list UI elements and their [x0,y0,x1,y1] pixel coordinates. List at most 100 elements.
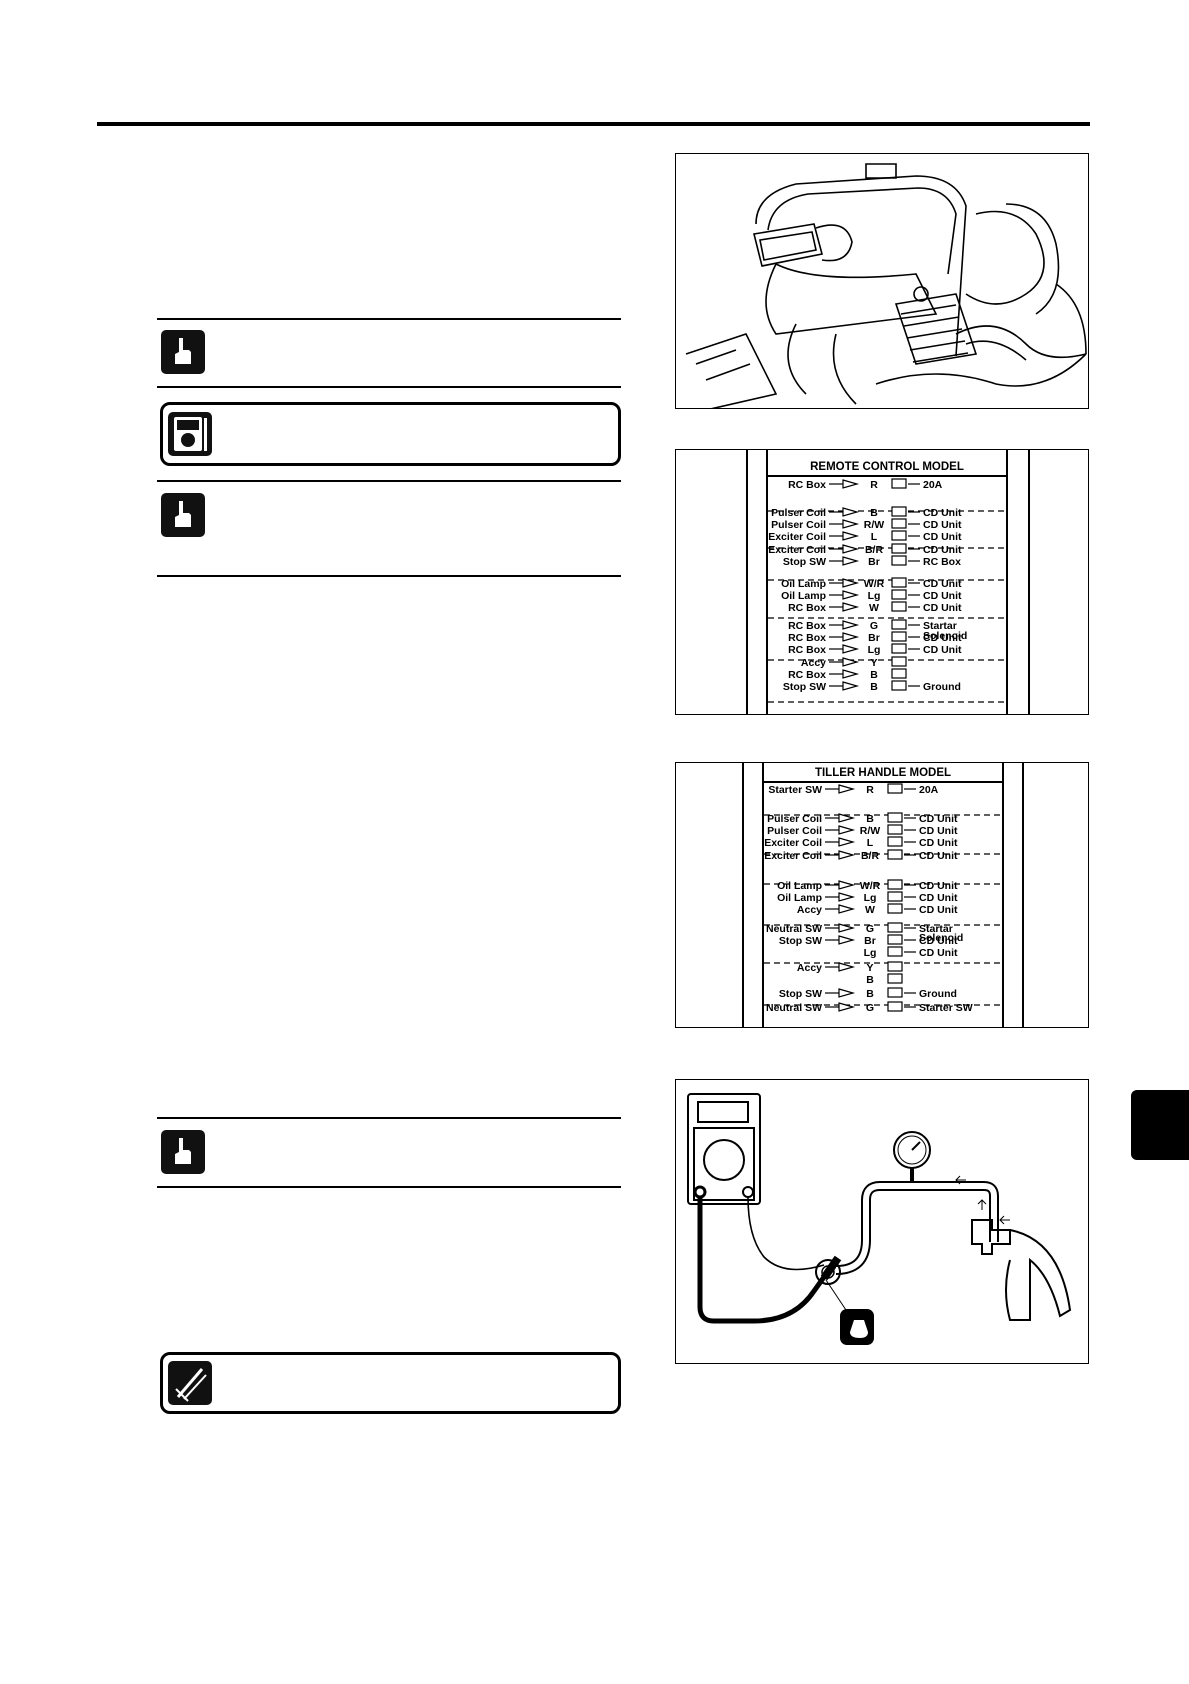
note-rule-top [157,480,621,482]
label-frame-right-inner [1002,763,1004,1027]
wire-destination-label: CD Unit [919,904,958,916]
wire-color-code: Br [868,632,880,644]
wire-destination-label: CD Unit [919,880,958,892]
connector-arrow [842,507,860,517]
engine-connector-illustration [675,153,1089,409]
wire-destination-label: CD Unit [923,590,962,602]
connector-arrow [838,923,856,933]
wire-source-label: Oil Lamp [781,578,826,590]
wire-destination-label: CD Unit [919,837,958,849]
wire-source-label: Accy [797,962,822,974]
wire-destination-label: 20A [919,784,939,796]
wire-source-label: Exciter Coil [764,850,822,862]
label-frame-left-inner [766,450,768,714]
pressure-gauge-drawing [893,1131,931,1184]
wire-source-label: Accy [797,904,822,916]
connector-socket [887,812,903,823]
wire-color-code: B [866,813,874,825]
wire-color-code: B [870,681,878,693]
wire-destination-label: 20A [923,479,943,491]
header-rule [97,122,1090,126]
wire-source-label: Oil Lamp [777,892,822,904]
connector-arrow [838,880,856,890]
connector-socket [891,619,907,630]
label-frame-right [1028,450,1030,714]
connector-arrow [838,813,856,823]
wire-color-code: R/W [864,519,885,531]
special-tool-note-box [160,1352,621,1414]
connector-arrow [838,892,856,902]
connector-arrow [838,962,856,972]
wire-color-code: Lg [868,644,881,656]
tester-note-box [160,402,621,466]
wire-color-code: W/R [860,880,881,892]
wire-destination-label: CD Unit [923,531,962,543]
wire-color-code: B/R [865,544,884,556]
wire-destination-label: CD Unit [919,947,958,959]
wire-destination-label: CD Unit [923,632,962,644]
pointing-hand-icon [161,330,205,374]
connector-socket [887,922,903,933]
wire-color-code: B [866,988,874,1000]
wire-color-code: Lg [868,590,881,602]
connector-arrow [842,556,860,566]
wire-destination-label: RC Box [923,556,961,568]
wire-destination-label: Solenoid [923,630,967,642]
label-frame-right-inner [1006,450,1008,714]
wire-source-label: Exciter Coil [768,531,826,543]
connector-arrow [842,657,860,667]
connector-socket [891,601,907,612]
connector-socket [891,543,907,554]
connector-arrow [842,519,860,529]
note-rule-top [157,1117,621,1119]
wire-color-code: B [870,507,878,519]
wire-color-code: Lg [864,947,877,959]
wire-destination-label: Startar [919,923,953,935]
wire-source-label: Stop SW [779,935,822,947]
wire-source-label: Exciter Coil [764,837,822,849]
connector-socket [887,836,903,847]
connector-arrow [838,825,856,835]
wire-source-label: RC Box [788,644,826,656]
wire-source-label: Pulser Coil [767,813,822,825]
connector-socket [887,824,903,835]
special-tool-icon [168,1361,212,1405]
wire-destination-label: Startar [923,620,957,632]
wire-color-code: G [866,923,874,935]
wire-source-label: Pulser Coil [771,507,826,519]
wire-color-code: W/R [864,578,885,590]
wire-color-code: G [870,620,878,632]
connector-arrow [842,544,860,554]
connector-socket [891,589,907,600]
connector-socket [887,849,903,860]
wire-source-label: RC Box [788,620,826,632]
connector-arrow [842,578,860,588]
wire-destination-label: CD Unit [919,813,958,825]
title-underline [764,781,1002,783]
connector-socket [891,530,907,541]
connector-socket [891,656,907,667]
connector-arrow [842,644,860,654]
wire-destination-label: CD Unit [919,850,958,862]
connector-socket [891,631,907,642]
wire-color-code: L [867,837,874,849]
connector-socket [891,643,907,654]
wire-destination-label: CD Unit [923,544,962,556]
tiller-handle-title: TILLER HANDLE MODEL [814,767,952,779]
wire-source-label: Pulser Coil [771,519,826,531]
wire-source-label: Exciter Coil [768,544,826,556]
wire-color-code: R [866,784,874,796]
connector-socket [887,903,903,914]
wire-destination-label: CD Unit [923,519,962,531]
wire-color-code: Lg [864,892,877,904]
connector-socket [891,680,907,691]
note-rule-top [157,318,621,320]
connector-socket [887,946,903,957]
wire-source-label: Oil Lamp [781,590,826,602]
wire-source-label: Stop SW [783,681,826,693]
connector-socket [891,555,907,566]
wire-color-code: B/R [861,850,880,862]
